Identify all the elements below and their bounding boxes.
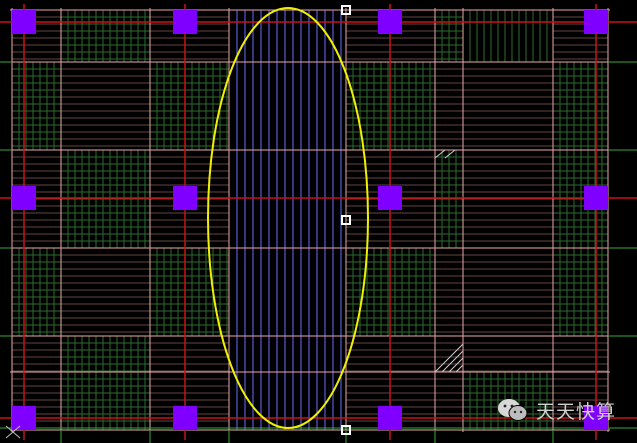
slab-panel bbox=[61, 254, 150, 333]
slab-panel bbox=[469, 10, 548, 62]
column-c2[interactable] bbox=[173, 10, 197, 34]
slab-panel bbox=[463, 254, 553, 333]
slab-panel bbox=[435, 342, 463, 372]
slab-panel bbox=[435, 254, 463, 333]
slab-panel bbox=[553, 62, 608, 150]
column-c6[interactable] bbox=[173, 186, 197, 210]
slab-panel bbox=[12, 248, 61, 336]
slab-panel bbox=[236, 62, 342, 150]
highlight-ellipse bbox=[207, 7, 369, 429]
slab-panel bbox=[236, 10, 342, 62]
slab-panel bbox=[463, 372, 553, 430]
slab-panel bbox=[150, 62, 229, 150]
slab-panel bbox=[435, 10, 463, 62]
column-c10[interactable] bbox=[173, 406, 197, 430]
column-c1[interactable] bbox=[12, 10, 36, 34]
column-c4[interactable] bbox=[584, 10, 608, 34]
grip-handle[interactable] bbox=[341, 215, 351, 225]
column-c8[interactable] bbox=[584, 186, 608, 210]
slab-panel bbox=[236, 248, 342, 336]
grip-handle[interactable] bbox=[341, 5, 351, 15]
column-c12[interactable] bbox=[584, 406, 608, 430]
watermark: 天天快算 bbox=[496, 396, 616, 424]
slab-panel bbox=[150, 342, 229, 372]
grip-handle[interactable] bbox=[341, 425, 351, 435]
slab-panel bbox=[12, 342, 61, 372]
slab-panel bbox=[435, 68, 463, 147]
slab-panel bbox=[61, 336, 150, 372]
slab-panel bbox=[463, 68, 553, 147]
column-c11[interactable] bbox=[378, 406, 402, 430]
slab-panel bbox=[553, 342, 608, 372]
structural-columns[interactable] bbox=[12, 10, 608, 430]
slab-panel bbox=[553, 248, 608, 336]
watermark-text: 天天快算 bbox=[536, 400, 617, 423]
slab-panel bbox=[12, 62, 61, 150]
column-c7[interactable] bbox=[378, 186, 402, 210]
slab-panel bbox=[553, 150, 608, 248]
ucs-axis-icon bbox=[5, 425, 21, 439]
slab-panel bbox=[61, 10, 150, 62]
opening-hatch bbox=[434, 149, 464, 373]
slab-panel bbox=[463, 342, 553, 372]
slab-panel bbox=[61, 68, 150, 147]
slab-panel bbox=[236, 150, 342, 248]
slab-panel bbox=[463, 156, 553, 242]
column-c9[interactable] bbox=[12, 406, 36, 430]
column-c3[interactable] bbox=[378, 10, 402, 34]
slab-panel bbox=[61, 150, 150, 248]
column-c5[interactable] bbox=[12, 186, 36, 210]
grid-axes bbox=[0, 4, 637, 443]
slab-panels bbox=[12, 10, 608, 430]
slab-panel bbox=[236, 336, 342, 372]
slab-panel bbox=[435, 150, 463, 248]
selection-grips[interactable] bbox=[341, 5, 351, 435]
wechat-icon bbox=[498, 399, 528, 421]
